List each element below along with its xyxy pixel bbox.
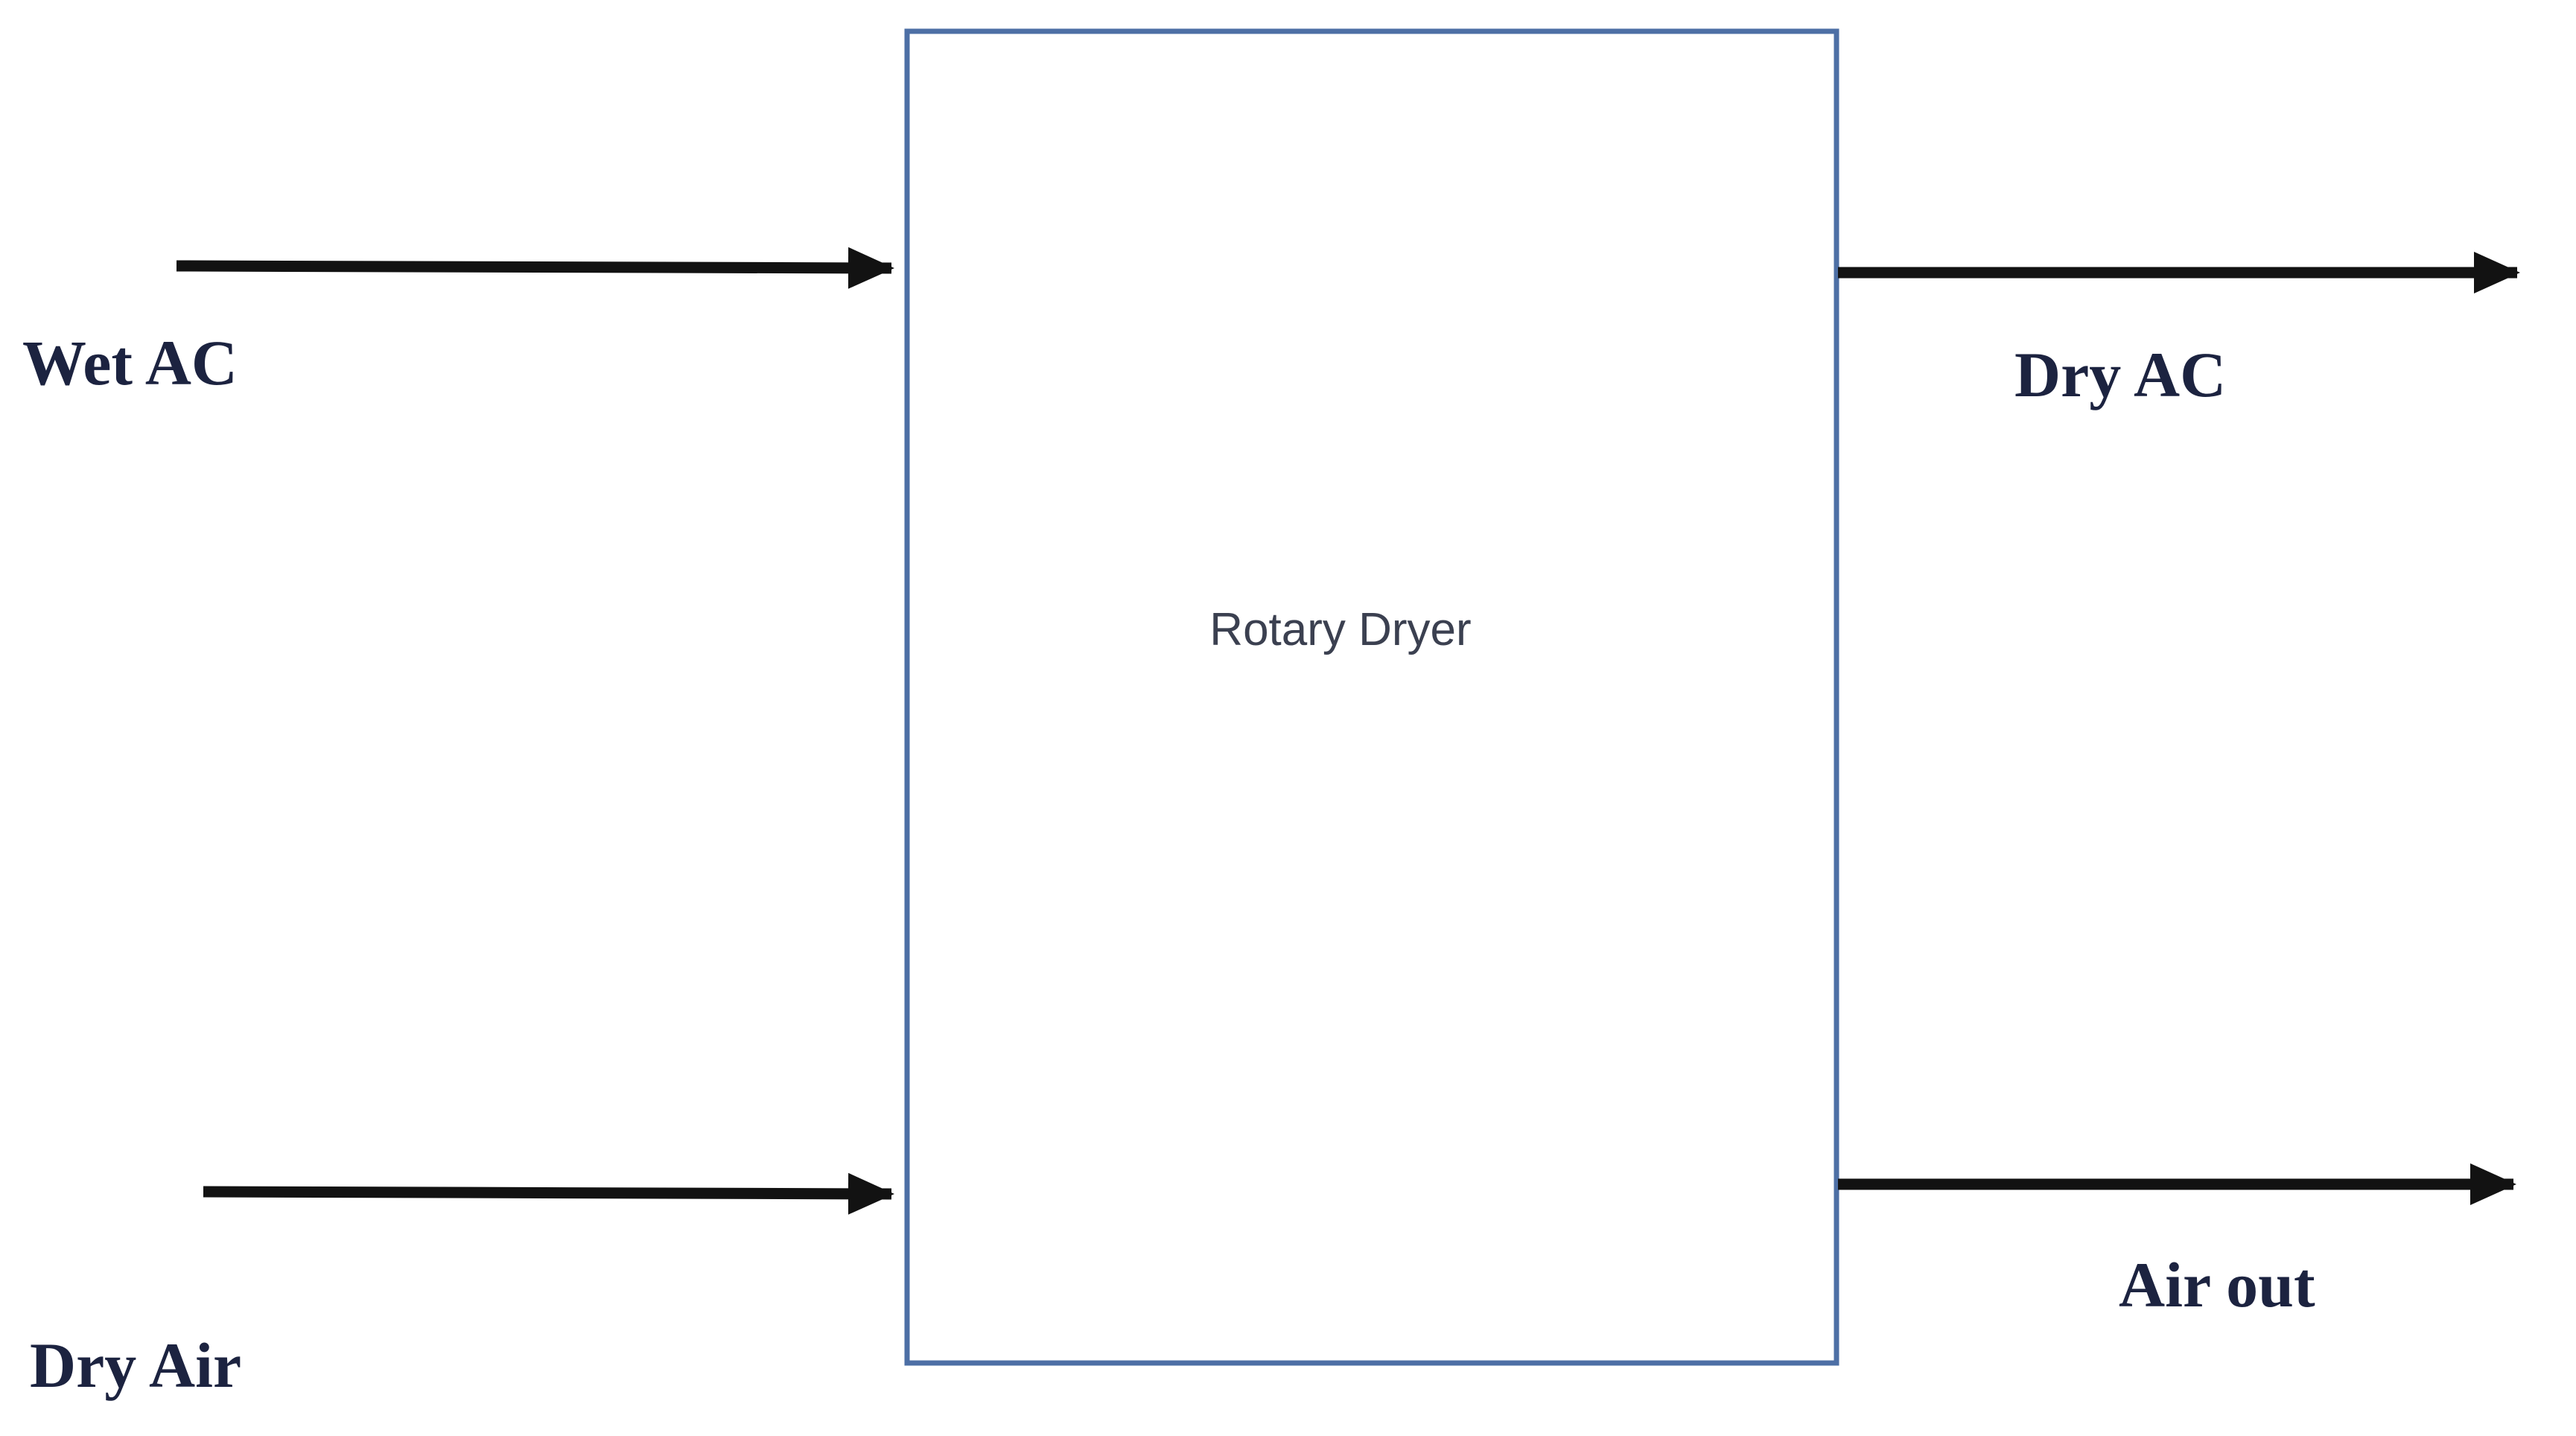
block-label: Rotary Dryer: [1209, 604, 1471, 655]
dry-air-arrow: [203, 1172, 894, 1215]
stream-label-air-out: Air out: [2119, 1249, 2315, 1321]
stream-label-dry-air: Dry Air: [30, 1329, 241, 1401]
wet-ac-arrow: [176, 247, 894, 289]
stream-label-dry-ac: Dry AC: [2014, 339, 2226, 410]
stream-label-wet-ac: Wet AC: [22, 327, 238, 398]
rotary-dryer-block: [904, 28, 1839, 1366]
